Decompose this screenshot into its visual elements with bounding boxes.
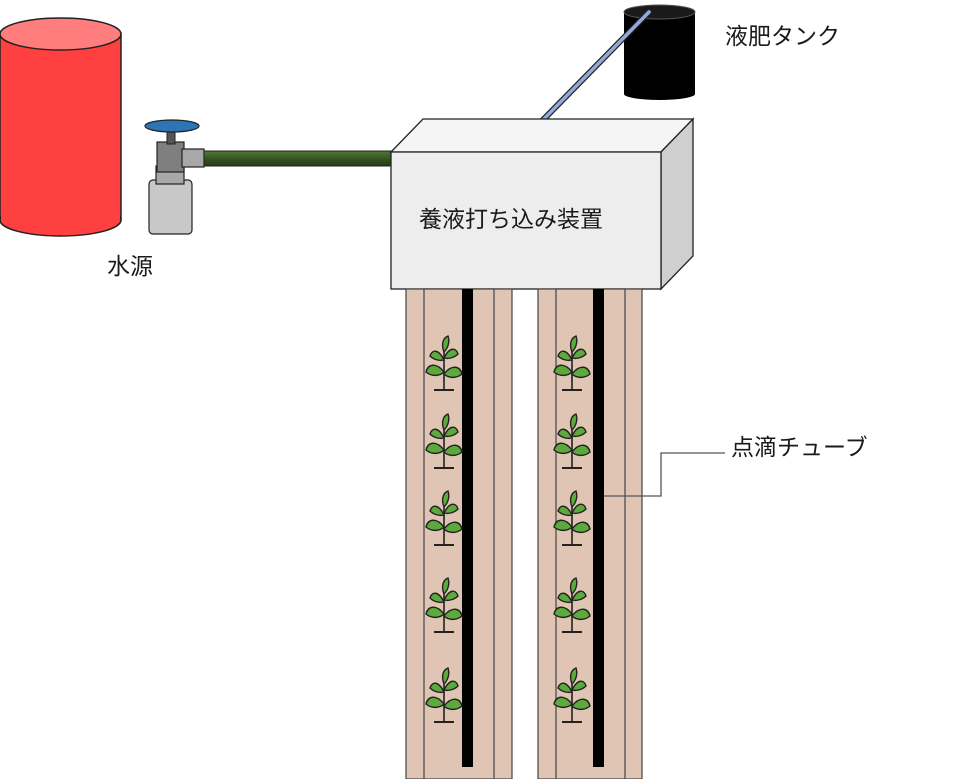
drip-tube-line-2 — [593, 289, 604, 767]
faucet-valve — [144, 119, 205, 235]
valve-handle-icon — [144, 119, 200, 133]
dosing-device — [389, 117, 695, 291]
fertilizer-tank-label: 液肥タンク — [725, 24, 840, 50]
drip-tube-line-1 — [462, 289, 473, 767]
planting-bed-2 — [537, 288, 643, 779]
planting-bed-1 — [405, 288, 513, 779]
drip-tube-callout-line — [604, 452, 725, 497]
drip-tube-label: 点滴チューブ — [731, 435, 868, 461]
dosing-device-label: 養液打ち込み装置 — [419, 207, 603, 233]
fertilizer-tank — [623, 4, 696, 100]
supply-pipe — [203, 150, 392, 167]
water-tank — [0, 17, 122, 237]
water-source-label: 水源 — [107, 254, 153, 280]
